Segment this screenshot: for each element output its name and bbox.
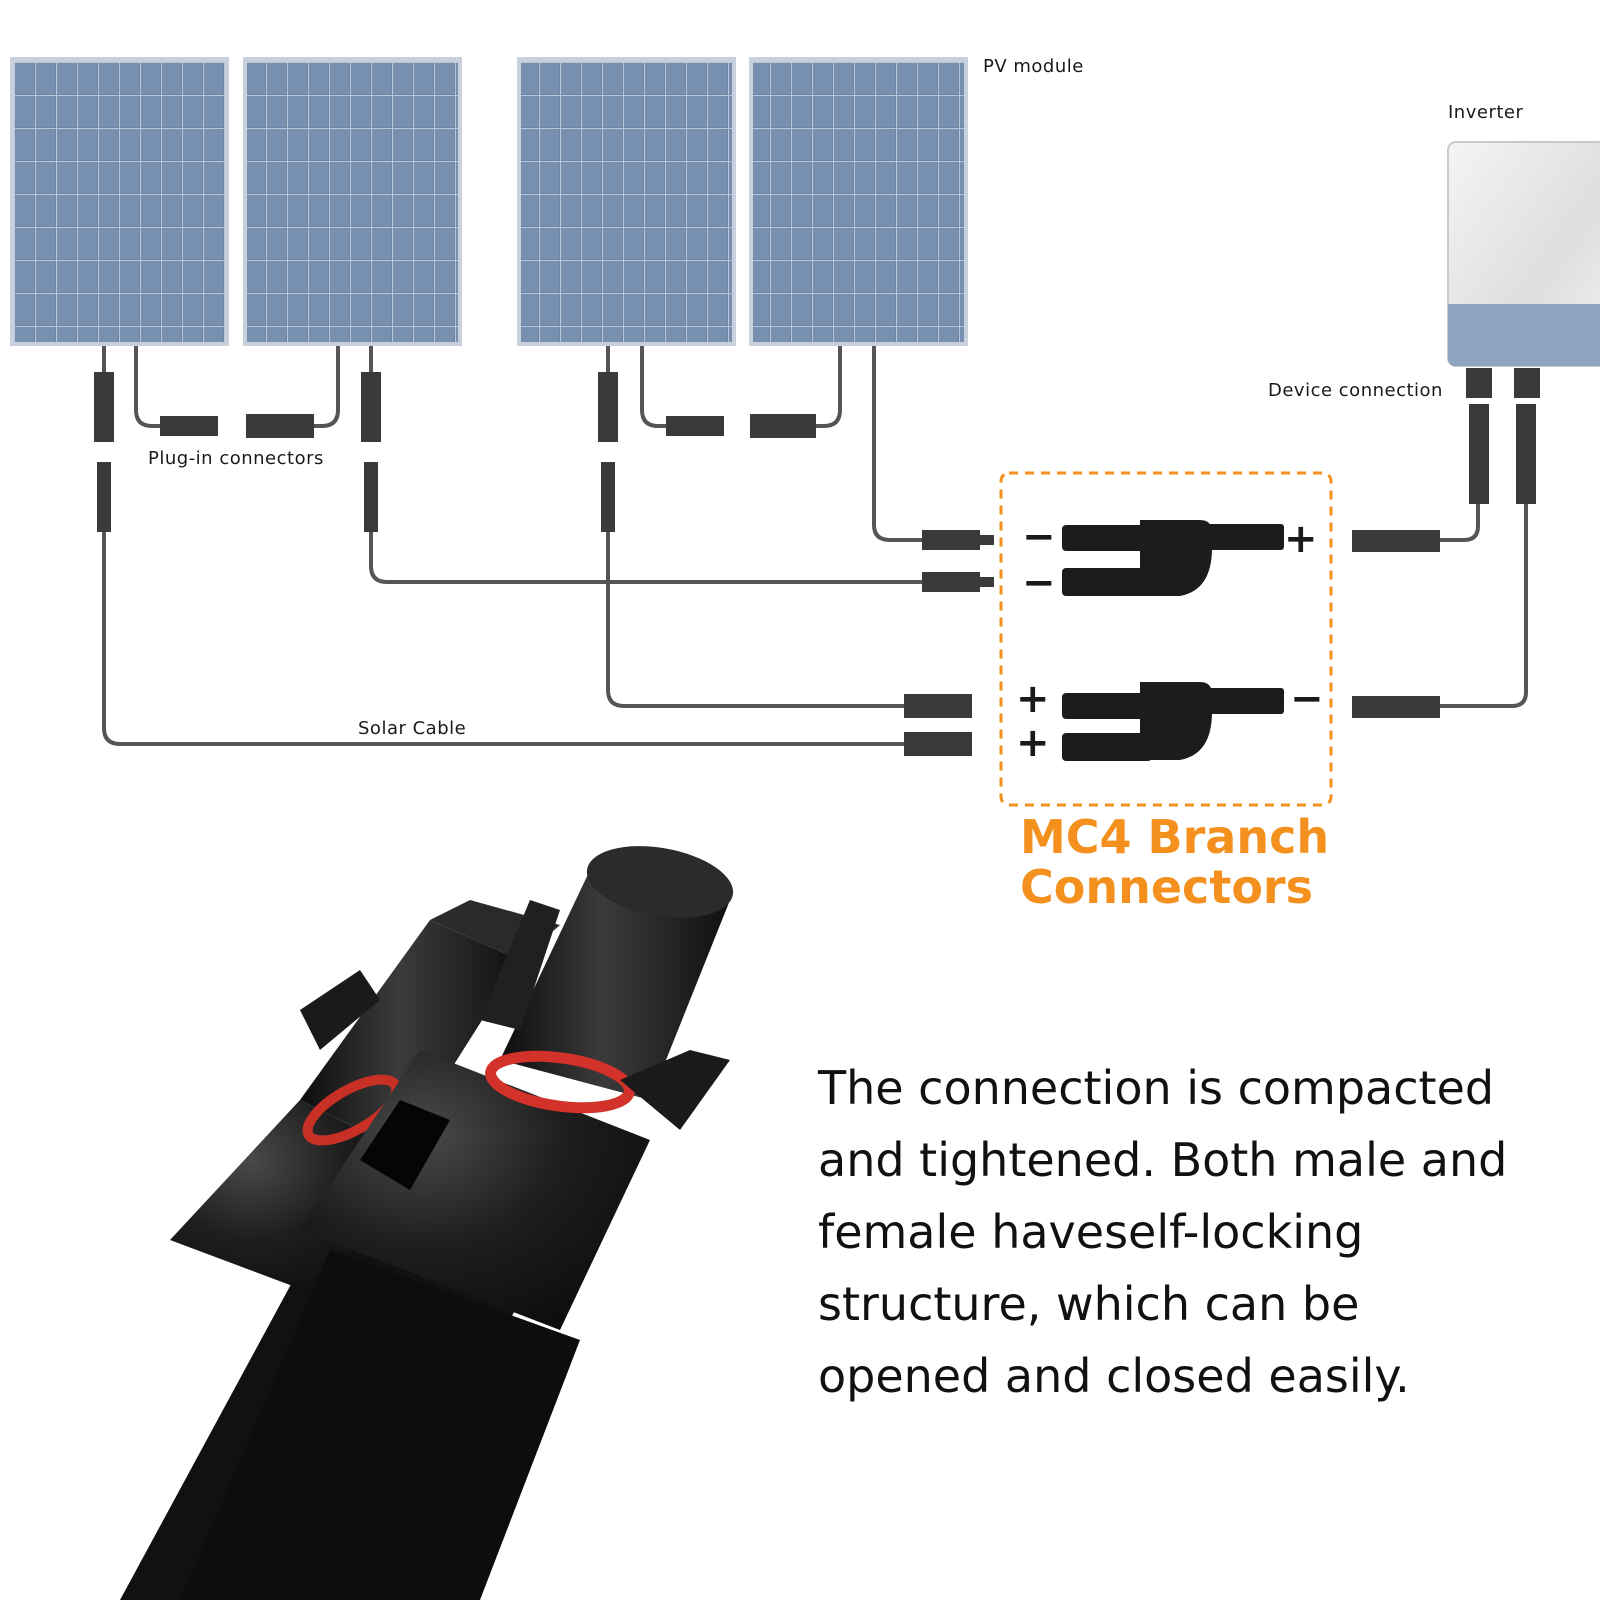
solar-panel-icon xyxy=(749,57,968,346)
solar-panel-icon xyxy=(10,57,229,346)
inverter-icon xyxy=(1447,141,1600,398)
device-connection-label: Device connection xyxy=(1268,380,1443,401)
solar-cable xyxy=(102,346,1528,746)
polarity-plus: + xyxy=(1284,516,1318,562)
polarity-minus: − xyxy=(1022,560,1056,606)
branch-connector-icon xyxy=(1062,682,1284,761)
solar-panel-icon xyxy=(243,57,462,346)
branch-connector-icon xyxy=(1062,520,1284,596)
solar-cable-label: Solar Cable xyxy=(358,718,467,739)
mc4-connector-icon xyxy=(94,372,1536,756)
branch-connector-highlight xyxy=(999,471,1333,807)
description-text: The connection is compacted and tightene… xyxy=(818,1052,1598,1412)
description-line: opened and closed easily. xyxy=(818,1349,1410,1403)
polarity-minus: − xyxy=(1022,514,1056,560)
polarity-plus: + xyxy=(1016,676,1050,722)
pv-module-label: PV module xyxy=(983,56,1084,77)
polarity-minus: − xyxy=(1290,676,1324,722)
description-line: and tightened. Both male and xyxy=(818,1133,1508,1187)
connector-photo xyxy=(120,846,734,1600)
title-line: Connectors xyxy=(1020,860,1313,914)
branch-connectors-title: MC4 Branch Connectors xyxy=(1020,812,1329,912)
inverter-label: Inverter xyxy=(1448,102,1524,123)
description-line: The connection is compacted xyxy=(818,1061,1495,1115)
description-line: structure, which can be xyxy=(818,1277,1360,1331)
solar-panel-icon xyxy=(517,57,736,346)
plug-in-connectors-label: Plug-in connectors xyxy=(148,448,324,469)
polarity-plus: + xyxy=(1016,720,1050,766)
title-line: MC4 Branch xyxy=(1020,810,1330,864)
description-line: female haveself-locking xyxy=(818,1205,1364,1259)
